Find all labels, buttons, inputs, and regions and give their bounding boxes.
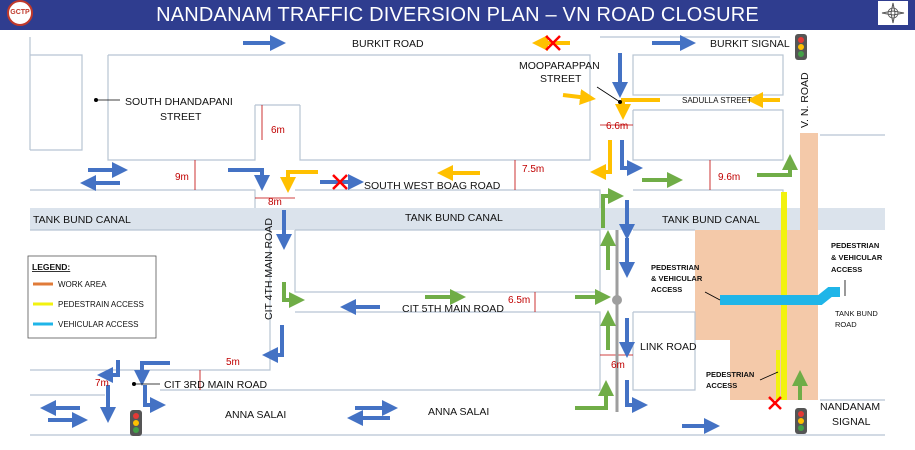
legend-label-pedestrain-access: PEDESTRAIN ACCESS: [58, 300, 144, 309]
ped-veh-access-note-right-2: & VEHICULAR: [831, 253, 883, 262]
distance-label: 8m: [268, 197, 282, 208]
ped-veh-access-note-left: PEDESTRIAN: [651, 263, 699, 272]
pedestrian-access-note-2: ACCESS: [706, 381, 737, 390]
arrow-yellow: [280, 170, 318, 193]
legend-label-work-area: WORK AREA: [58, 280, 107, 289]
cit-3rd-main-road-label: CIT 3RD MAIN ROAD: [164, 379, 267, 391]
annotation-leader: [596, 86, 621, 103]
traffic-light-icon: [130, 410, 142, 436]
legend-title: LEGEND:: [32, 262, 70, 272]
south-west-boag-road-label: SOUTH WEST BOAG ROAD: [364, 180, 501, 192]
south-dhandapani-street-label-2: STREET: [160, 111, 202, 123]
vehicular-access-lane: [720, 287, 840, 305]
sadulla-street-label: SADULLA STREET: [682, 96, 752, 105]
anna-salai-label-left: ANNA SALAI: [225, 409, 286, 421]
work-area: [695, 133, 818, 400]
legend-label-vehicular-access: VEHICULAR ACCESS: [58, 320, 138, 329]
map-title: NANDANAM TRAFFIC DIVERSION PLAN – VN ROA…: [156, 4, 759, 26]
mooparappan-street-label: MOOPARAPPAN: [519, 60, 600, 72]
pedestrian-access-note: PEDESTRIAN: [706, 370, 754, 379]
arrow-blue: [228, 168, 270, 191]
diversion-arrows: [40, 35, 808, 434]
tank-bund-canal-label-right: TANK BUND CANAL: [662, 214, 760, 226]
distance-label: 6m: [271, 125, 285, 136]
arrow-green: [282, 282, 305, 308]
distance-label: 9.6m: [718, 172, 740, 183]
nandanam-signal-label: NANDANAM: [820, 401, 880, 413]
vn-road-label: V. N. ROAD: [799, 72, 811, 128]
tank-bund-road-label-2: ROAD: [835, 320, 857, 329]
nandanam-signal-label-2: SIGNAL: [832, 416, 871, 428]
tank-bund-canal-label-center: TANK BUND CANAL: [405, 212, 503, 224]
anna-salai-label-center: ANNA SALAI: [428, 406, 489, 418]
distance-label: 7m: [95, 378, 109, 389]
arrow-blue: [625, 380, 648, 413]
traffic-light-icon: [795, 408, 807, 434]
annotation-leader: [704, 291, 721, 301]
arrow-blue: [262, 325, 284, 363]
legend: LEGEND: WORK AREA PEDESTRAIN ACCESS VEHI…: [27, 255, 157, 339]
tank-bund-road-label: TANK BUND: [835, 309, 878, 318]
title-bar: [0, 0, 915, 30]
junction-point: [612, 295, 622, 305]
closed-x-icon: [768, 396, 782, 410]
block-outlines: [29, 36, 885, 436]
south-dhandapani-street-label: SOUTH DHANDAPANI: [125, 96, 233, 108]
gctp-logo: GCTP: [7, 0, 33, 26]
burkit-signal-label: BURKIT SIGNAL: [710, 38, 790, 50]
cit-5th-main-road-label: CIT 5TH MAIN ROAD: [402, 303, 504, 315]
arrow-blue: [134, 361, 170, 386]
arrow-yellow: [615, 98, 660, 120]
compass-icon: [878, 1, 908, 25]
arrow-yellow: [590, 140, 612, 180]
distance-label: 7.5m: [522, 164, 544, 175]
burkit-road-label: BURKIT ROAD: [352, 38, 424, 50]
ped-veh-access-note-right-3: ACCESS: [831, 265, 862, 274]
arrow-green: [757, 154, 798, 177]
arrow-blue: [143, 385, 166, 413]
cit-4th-main-road-label: CIT 4TH MAIN ROAD: [263, 218, 275, 320]
ped-veh-access-note-left-3: ACCESS: [651, 285, 682, 294]
arrow-green: [601, 188, 624, 228]
traffic-light-icon: [795, 34, 807, 60]
distance-label: 6m: [611, 360, 625, 371]
annotation-leader: [759, 371, 779, 381]
distance-label: 6.6m: [606, 121, 628, 132]
closed-x-icon: [545, 35, 561, 51]
arrow-blue: [620, 140, 643, 176]
tank-bund-canal-label-left: TANK BUND CANAL: [33, 214, 131, 226]
closed-x-icon: [332, 174, 348, 190]
mooparappan-street-label-2: STREET: [540, 73, 582, 85]
arrow-yellow: [562, 89, 596, 105]
link-road-label: LINK ROAD: [640, 341, 697, 353]
arrow-green: [575, 380, 614, 410]
arrow-blue: [97, 360, 120, 383]
distance-label: 6.5m: [508, 295, 530, 306]
ped-veh-access-note-right: PEDESTRIAN: [831, 241, 879, 250]
distance-label: 9m: [175, 172, 189, 183]
distance-label: 5m: [226, 357, 240, 368]
ped-veh-access-note-left-2: & VEHICULAR: [651, 274, 703, 283]
tank-bund-canal: [30, 208, 885, 230]
